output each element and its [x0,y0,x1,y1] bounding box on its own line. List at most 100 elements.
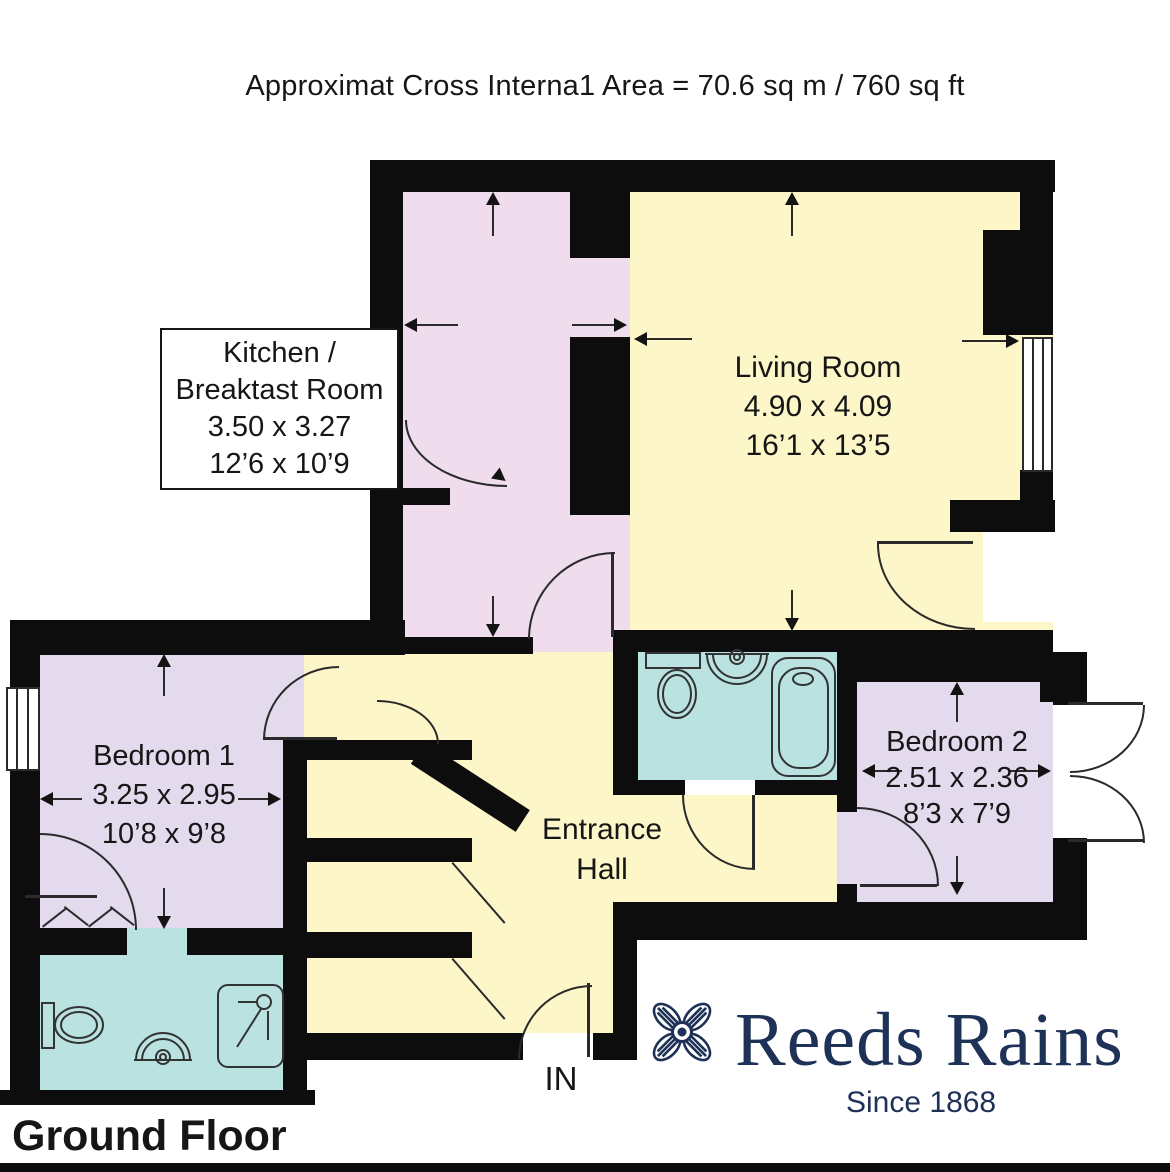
window-pane-line [1032,337,1034,472]
dim-line [572,324,616,326]
wall [307,838,472,862]
dim-arrow-up [950,682,964,695]
bedroom1-window [6,687,40,771]
wall [613,940,637,1060]
wall [570,337,630,515]
wall [10,620,405,655]
living-room-label: Living Room 4.90 x 4.09 16’1 x 13’5 [735,348,902,465]
dim-line [163,664,165,696]
french-door-arc [1070,705,1145,773]
wall [613,652,638,795]
wall [1053,838,1087,940]
living-room-dims-metric: 4.90 x 4.09 [743,390,893,423]
dim-line [791,590,793,622]
bedroom2-dims-metric: 2.51 x 2.36 [885,762,1029,794]
logo-flower-icon [652,1002,712,1062]
dim-line [791,202,793,236]
dim-line [492,202,494,236]
dim-arrow-left [40,792,53,806]
floor-title: Ground Floor [12,1112,287,1160]
bedroom2-label: Bedroom 2 2.51 x 2.36 8’3 x 7’9 [885,724,1029,832]
living-room-window [1022,337,1053,472]
dim-line [872,770,902,772]
kitchen-dims-metric: 3.50 x 3.27 [207,411,352,443]
wall [1020,470,1053,502]
dim-arrow-right [268,792,281,806]
wall [983,230,1053,335]
wall [837,652,1087,682]
kitchen-dims-imperial: 12’6 x 10’9 [209,448,350,480]
bottom-border-line [0,1163,1170,1172]
bedroom1-dims-metric: 3.25 x 2.95 [92,779,236,811]
living-room-area [630,192,1053,632]
cupboard-3-area [307,958,472,1033]
window-pane-line [1042,337,1044,472]
bedroom2-dims-imperial: 8’3 x 7’9 [902,798,1011,830]
bedroom1-dims-imperial: 10’8 x 9’8 [101,818,227,850]
french-door-leaf [1068,702,1143,705]
wall [613,780,685,795]
wall [613,902,1087,940]
window-pane-line [27,687,29,771]
wall [1053,652,1087,705]
wall [403,637,533,654]
wall [187,928,303,955]
wall [0,1090,315,1105]
living-room-dims-imperial: 16’1 x 13’5 [745,429,891,462]
entrance-hall-line1: Entrance [541,813,663,846]
entrance-hall-line2: Hall [576,853,628,886]
kitchen-name-line2: Breaktast Room [175,374,384,406]
bedroom1-name: Bedroom 1 [93,740,235,772]
bedroom1-label: Bedroom 1 3.25 x 2.95 10’8 x 9’8 [92,737,236,854]
wall [1020,192,1053,232]
bedroom2-name: Bedroom 2 [886,726,1028,758]
wall [307,932,472,958]
dim-line [956,692,958,722]
french-door-arc [1070,775,1145,843]
wall [570,192,630,258]
dim-arrow-up [486,192,500,205]
wall [1040,682,1054,702]
living-room-name: Living Room [734,351,902,384]
window-pane-line [16,687,18,771]
dim-line [50,798,82,800]
dim-line [1010,770,1040,772]
logo-brand-text: Reeds Rains [735,998,1124,1082]
dim-line [414,324,458,326]
wall [950,500,1055,532]
kitchen-name-line1: Kitchen / [223,337,336,369]
entrance-in-marker: IN [544,1060,578,1097]
door-leaf [877,541,973,544]
dim-arrow-down [785,618,799,631]
outside-corner [983,532,1087,622]
dim-arrow-down [950,882,964,895]
wall [755,780,853,795]
dim-line [956,856,958,884]
logo-tagline: Since 1868 [846,1086,997,1119]
ensuite-area [40,955,283,1090]
dim-arrow-up [785,192,799,205]
dim-arrow-right [1038,764,1051,778]
bedroom2-door-gap [837,812,857,884]
kitchen-label-box: Kitchen / Breaktast Room 3.50 x 3.27 12’… [160,328,399,490]
dim-line [492,596,494,628]
wall [613,630,1053,652]
dim-arrow-right [1006,334,1019,348]
dim-arrow-left [634,332,647,346]
page-title: Approximat Cross Interna1 Area = 70.6 sq… [245,70,965,102]
ensuite-door-gap [127,928,187,955]
dim-arrow-up [157,654,171,667]
dim-arrow-down [157,916,171,929]
wall [837,682,857,812]
wall [370,160,1055,192]
wall [373,488,450,505]
dim-line [962,340,1008,342]
bathroom-area [638,652,837,780]
dim-line [238,798,270,800]
wall [283,1033,523,1060]
dim-line [647,338,692,340]
cupboard-2-area [307,862,472,932]
dim-arrow-right [614,318,627,332]
dim-arrow-down [486,624,500,637]
